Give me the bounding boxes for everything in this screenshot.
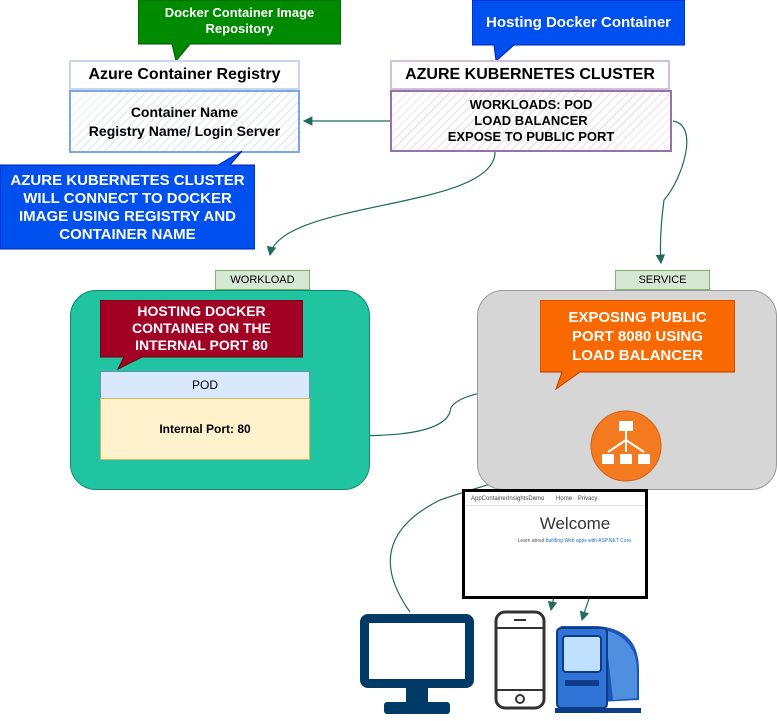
repository-callout: Docker Container Image Repository — [138, 0, 341, 62]
browser-nav-privacy[interactable]: Privacy — [577, 496, 598, 502]
repository-callout-line2: Repository — [205, 21, 274, 36]
cluster-workloads: WORKLOADS: POD — [469, 97, 593, 112]
browser-screenshot: AppContainerInsightsDemo Home Privacy We… — [462, 489, 648, 599]
retro-computer-icon — [555, 626, 641, 713]
hosting-callout: Hosting Docker Container — [472, 0, 685, 62]
pod-header: POD — [100, 371, 310, 399]
internal-port-line1: HOSTING DOCKER — [137, 303, 266, 319]
arrow-cluster-to-service — [655, 120, 688, 265]
browser-heading: Welcome — [539, 514, 611, 533]
repository-callout-line1: Docker Container Image — [164, 5, 315, 20]
browser-link[interactable]: building Web apps with ASP.NET Core — [545, 538, 632, 544]
arrow-cluster-to-workload — [266, 151, 496, 257]
cluster-details: WORKLOADS: POD LOAD BALANCER EXPOSE TO P… — [390, 90, 672, 152]
registry-login-server: Registry Name/ Login Server — [88, 122, 281, 139]
cluster-expose: EXPOSE TO PUBLIC PORT — [447, 129, 615, 144]
hosting-callout-text: Hosting Docker Container — [485, 14, 672, 31]
service-tag: SERVICE — [615, 270, 710, 290]
aks-connect-line1: AZURE KUBERNETES CLUSTER — [10, 172, 245, 189]
browser-app-name[interactable]: AppContainerInsightsDemo — [471, 496, 545, 502]
browser-text-prefix: Learn about — [517, 538, 546, 544]
aks-connect-line2: WILL CONNECT TO DOCKER — [23, 190, 232, 207]
load-balancer-icon — [590, 410, 662, 482]
browser-nav-home[interactable]: Home — [556, 496, 573, 502]
public-port-line1: EXPOSING PUBLIC — [568, 308, 707, 326]
mobile-phone-icon — [494, 610, 546, 710]
cluster-load-balancer: LOAD BALANCER — [474, 113, 588, 128]
browser-text-suffix: . — [631, 538, 633, 544]
internal-port-line2: CONTAINER ON THE — [132, 320, 271, 336]
pod-internal-port: Internal Port: 80 — [100, 398, 310, 460]
public-port-callout: EXPOSING PUBLIC PORT 8080 USING LOAD BAL… — [540, 300, 735, 390]
browser-text: Learn about building Web apps with ASP.N… — [465, 538, 645, 544]
internal-port-callout: HOSTING DOCKER CONTAINER ON THE INTERNAL… — [100, 300, 303, 370]
browser-navbar: AppContainerInsightsDemo Home Privacy — [465, 492, 645, 506]
registry-container-name: Container Name — [130, 103, 239, 120]
public-port-line2: PORT 8080 USING — [572, 327, 703, 345]
registry-details: Container Name Registry Name/ Login Serv… — [69, 90, 300, 153]
desktop-monitor-icon — [360, 614, 474, 714]
internal-port-line3: INTERNAL PORT 80 — [135, 337, 268, 353]
public-port-line3: LOAD BALANCER — [572, 346, 703, 364]
aks-connect-callout: AZURE KUBERNETES CLUSTER WILL CONNECT TO… — [0, 150, 255, 250]
workload-tag: WORKLOAD — [215, 270, 310, 290]
registry-title: Azure Container Registry — [69, 60, 300, 90]
aks-connect-line3: IMAGE USING REGISTRY AND — [19, 208, 236, 225]
cluster-title: AZURE KUBERNETES CLUSTER — [390, 60, 670, 90]
aks-connect-line4: CONTAINER NAME — [59, 226, 196, 243]
